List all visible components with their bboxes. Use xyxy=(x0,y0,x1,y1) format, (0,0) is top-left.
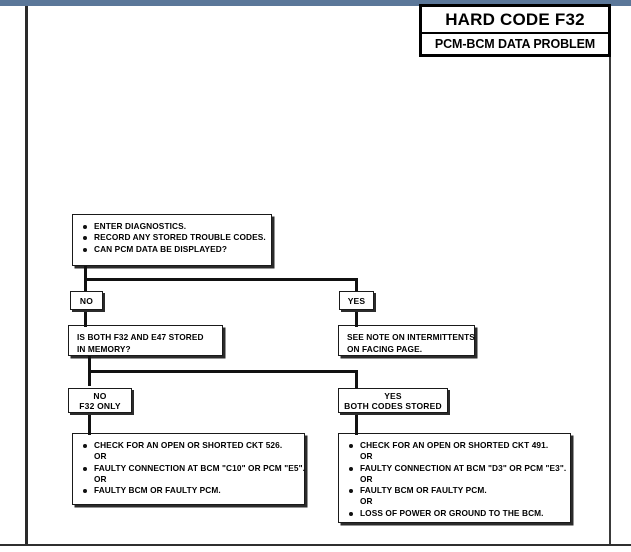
page-border-right xyxy=(609,6,611,546)
connector-yes-to-step3right xyxy=(355,413,358,435)
connector-no-to-step2left xyxy=(84,310,87,327)
branch-label-text: NO xyxy=(79,295,94,306)
list-item: LOSS OF POWER OR GROUND TO THE BCM. xyxy=(347,508,564,519)
list-item: FAULTY BCM OR FAULTY PCM. xyxy=(347,485,564,496)
text-line: ON FACING PAGE. xyxy=(347,343,423,354)
list-item: CHECK FOR AN OPEN OR SHORTED CKT 526. xyxy=(81,440,298,451)
step-3-right-box: CHECK FOR AN OPEN OR SHORTED CKT 491. OR… xyxy=(338,433,571,523)
step-3-left-box: CHECK FOR AN OPEN OR SHORTED CKT 526. OR… xyxy=(72,433,305,505)
list-item-or: OR xyxy=(94,451,107,462)
branch-2-no-label: NO F32 ONLY xyxy=(68,388,132,413)
connector-branch1-right-down xyxy=(355,278,358,294)
step-3-right-list: CHECK FOR AN OPEN OR SHORTED CKT 491. OR… xyxy=(339,434,570,524)
connector-branch2-right-down xyxy=(355,370,358,390)
connector-yes-to-step2right xyxy=(355,310,358,327)
page-subtitle: PCM-BCM DATA PROBLEM xyxy=(434,37,596,51)
branch-1-no-label: NO xyxy=(70,291,103,310)
title-divider xyxy=(422,32,608,34)
branch-label-text: YES xyxy=(384,390,402,401)
list-item: FAULTY BCM OR FAULTY PCM. xyxy=(81,485,298,496)
list-item: RECORD ANY STORED TROUBLE CODES. xyxy=(81,232,266,243)
step-2-left-text: IS BOTH F32 AND E47 STORED IN MEMORY? xyxy=(69,326,222,361)
connector-no-to-step3left xyxy=(88,413,91,435)
page-title: HARD CODE F32 xyxy=(445,10,585,29)
branch-label-text: NO xyxy=(93,390,107,401)
list-item: CAN PCM DATA BE DISPLAYED? xyxy=(81,244,265,255)
step-2-right-text: SEE NOTE ON INTERMITTENTS ON FACING PAGE… xyxy=(339,326,475,361)
list-item: ENTER DIAGNOSTICS. xyxy=(81,221,265,232)
connector-branch1-rail xyxy=(84,278,358,281)
branch-label-text: YES xyxy=(347,295,366,306)
top-color-band xyxy=(0,0,631,6)
list-item-or: OR xyxy=(360,451,373,462)
branch-sublabel-text: BOTH CODES STORED xyxy=(344,400,442,411)
page-border-bottom xyxy=(0,544,631,546)
list-item: FAULTY CONNECTION AT BCM "D3" OR PCM "E3… xyxy=(347,463,566,474)
step-3-left-list: CHECK FOR AN OPEN OR SHORTED CKT 526. OR… xyxy=(73,434,305,501)
connector-branch2-rail xyxy=(88,370,358,373)
branch-2-yes-label: YES BOTH CODES STORED xyxy=(338,388,448,413)
step-1-bullet-list: ENTER DIAGNOSTICS. RECORD ANY STORED TRO… xyxy=(73,215,271,260)
page-border-left xyxy=(25,6,28,546)
text-line: IN MEMORY? xyxy=(77,343,131,354)
list-item-or: OR xyxy=(360,496,373,507)
step-1-box: ENTER DIAGNOSTICS. RECORD ANY STORED TRO… xyxy=(72,214,272,266)
list-item: CHECK FOR AN OPEN OR SHORTED CKT 491. xyxy=(347,440,564,451)
branch-sublabel-text: F32 ONLY xyxy=(79,400,121,411)
list-item-or: OR xyxy=(360,473,373,484)
step-2-right-box: SEE NOTE ON INTERMITTENTS ON FACING PAGE… xyxy=(338,325,475,356)
step-2-left-box: IS BOTH F32 AND E47 STORED IN MEMORY? xyxy=(68,325,223,356)
text-line: SEE NOTE ON INTERMITTENTS xyxy=(347,332,475,342)
branch-1-yes-label: YES xyxy=(339,291,374,310)
text-line: IS BOTH F32 AND E47 STORED xyxy=(77,332,204,342)
list-item: FAULTY CONNECTION AT BCM "C10" OR PCM "E… xyxy=(81,463,305,474)
title-block: HARD CODE F32 PCM-BCM DATA PROBLEM xyxy=(419,4,611,57)
list-item-or: OR xyxy=(94,473,107,484)
